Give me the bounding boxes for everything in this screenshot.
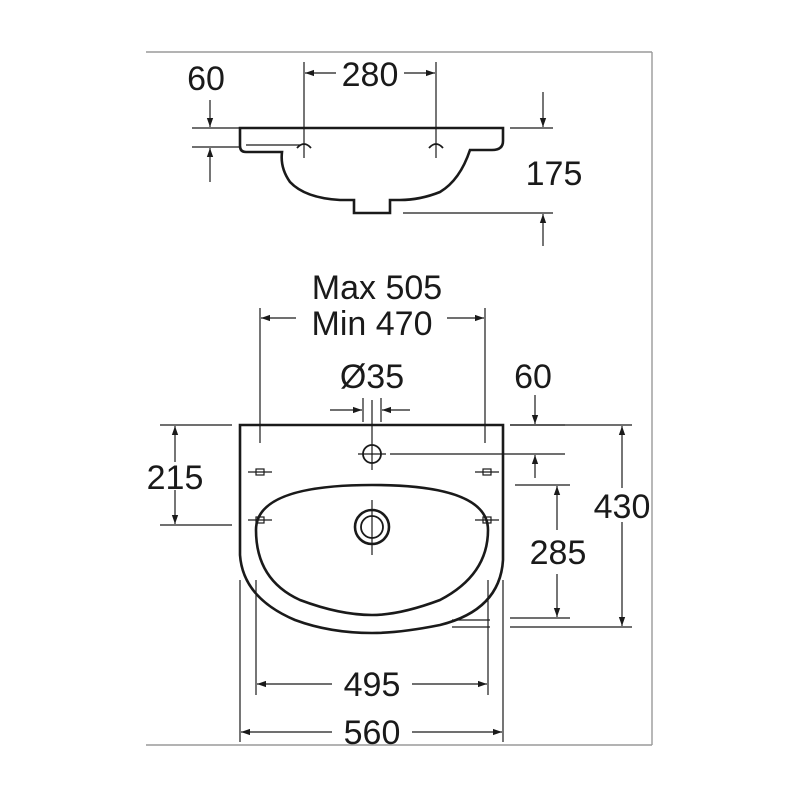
drain (353, 500, 391, 555)
dim-min-470-label: Min 470 (312, 305, 433, 343)
dim-tap-hole-spacing: 280 (303, 56, 437, 120)
fixing-marks (248, 468, 499, 524)
dim-overall-width: 560 (239, 580, 504, 752)
dim-bowl-depth: 285 (510, 484, 587, 619)
dim-280-label: 280 (342, 56, 399, 94)
dim-rim-thickness: 60 (187, 60, 240, 182)
fixing-mark-lower-right (475, 516, 499, 524)
fixing-mark-lower-left (248, 516, 272, 524)
top-view: Max 505 Min 470 Ø35 60 215 (147, 269, 651, 752)
dim-diameter-35-label: Ø35 (340, 358, 404, 396)
fixing-mark-upper-right (475, 468, 499, 476)
dim-285-label: 285 (530, 534, 587, 572)
dim-mounting-width: Max 505 Min 470 (259, 269, 486, 443)
tap-hole (358, 400, 386, 470)
dim-430-label: 430 (594, 488, 651, 526)
dim-tap-hole-offset: 60 (390, 358, 565, 478)
side-view-basin-outline (238, 126, 505, 215)
dim-60-offset-label: 60 (514, 358, 552, 396)
drawing-frame (146, 51, 653, 746)
dim-total-height: 175 (403, 92, 582, 246)
dim-495-label: 495 (344, 666, 401, 704)
dim-max-505-label: Max 505 (312, 269, 442, 307)
top-view-basin-outline (238, 423, 505, 635)
top-view-bowl (254, 483, 490, 617)
side-view-tap-hole-right (428, 120, 444, 158)
dim-inner-width: 495 (255, 580, 489, 704)
side-view: 280 60 175 (187, 56, 582, 246)
dim-560-label: 560 (344, 714, 401, 752)
dim-175-label: 175 (526, 155, 583, 193)
dim-overall-depth: 430 (510, 424, 651, 628)
dim-tap-hole-diameter: Ø35 (330, 358, 410, 422)
dim-215-label: 215 (147, 459, 204, 497)
side-view-tap-hole-left (296, 120, 312, 158)
fixing-mark-upper-left (248, 468, 272, 476)
dim-fixing-height: 215 (147, 424, 232, 526)
dim-60-rim-label: 60 (187, 60, 225, 98)
